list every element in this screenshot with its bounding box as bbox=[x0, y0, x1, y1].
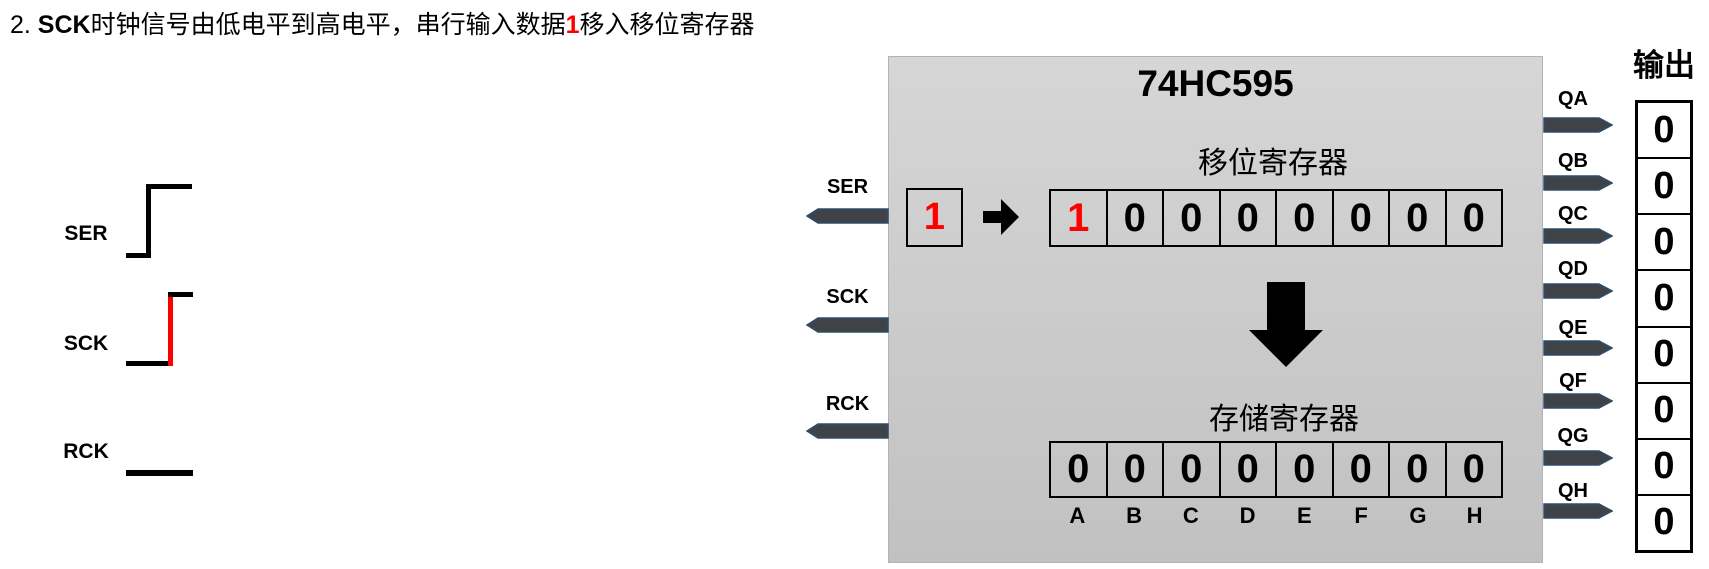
qg-pin-arrow-icon bbox=[1543, 450, 1613, 466]
bit-label: F bbox=[1354, 503, 1368, 528]
bit-label: G bbox=[1409, 503, 1427, 528]
sck-rising-edge bbox=[168, 292, 173, 366]
output-cell: 0 bbox=[1638, 213, 1690, 269]
output-cell: 0 bbox=[1638, 493, 1690, 550]
storage-cell: 0 bbox=[1162, 443, 1219, 496]
pin-label-qb: QB bbox=[1558, 150, 1588, 172]
shift-cell: 1 bbox=[1067, 195, 1090, 240]
timing-label-rck: RCK bbox=[63, 440, 109, 463]
pin-label-qh: QH bbox=[1558, 480, 1588, 502]
timing-label-ser: SER bbox=[64, 222, 108, 245]
shift-cell: 0 bbox=[1105, 191, 1163, 245]
bit-label: D bbox=[1239, 503, 1256, 528]
storage-cell: 0 bbox=[1067, 447, 1090, 491]
shift-cell: 0 bbox=[1218, 191, 1276, 245]
pin-label-ser: SER bbox=[826, 176, 869, 198]
page-title: 2. SCK时钟信号由低电平到高电平，串行输入数据1移入移位寄存器 bbox=[10, 5, 755, 41]
bit-label: E bbox=[1297, 503, 1312, 528]
title-text-a: 时钟信号由低电平到高电平，串行输入数据 bbox=[90, 11, 566, 39]
pin-label-qg: QG bbox=[1557, 425, 1589, 447]
sck-pin-arrow-icon bbox=[806, 317, 889, 333]
qf-pin-arrow-icon bbox=[1543, 393, 1613, 409]
qb-pin-arrow-icon bbox=[1543, 175, 1613, 191]
title-step-number: 2. bbox=[10, 11, 38, 39]
storage-cell: 0 bbox=[1218, 443, 1276, 496]
storage-cell: 0 bbox=[1444, 443, 1502, 496]
ser-low-segment bbox=[126, 253, 150, 258]
qh-pin-arrow-icon bbox=[1543, 503, 1613, 519]
pin-label-qc: QC bbox=[1558, 203, 1588, 225]
output-cell: 0 bbox=[1638, 157, 1690, 213]
output-panel-title: 输出 bbox=[1633, 48, 1695, 83]
shift-cell: 0 bbox=[1275, 191, 1332, 245]
shift-cell: 0 bbox=[1388, 191, 1445, 245]
chip-title: 74HC595 bbox=[1137, 63, 1294, 104]
output-cell: 0 bbox=[1638, 381, 1690, 438]
storage-register-title: 存储寄存器 bbox=[1209, 403, 1359, 436]
qd-pin-arrow-icon bbox=[1543, 283, 1613, 299]
chip-body bbox=[888, 56, 1543, 563]
pin-label-qe: QE bbox=[1558, 317, 1588, 339]
bit-label: B bbox=[1126, 503, 1143, 528]
bit-label: A bbox=[1069, 503, 1086, 528]
pin-label-rck: RCK bbox=[825, 393, 870, 415]
shift-register: 1 0 0 0 0 0 0 0 bbox=[1049, 189, 1503, 247]
bit-label: H bbox=[1466, 503, 1483, 528]
qc-pin-arrow-icon bbox=[1543, 228, 1613, 244]
rck-pin-arrow-icon bbox=[806, 423, 889, 439]
output-cell: 0 bbox=[1638, 269, 1690, 325]
storage-cell: 0 bbox=[1331, 443, 1389, 496]
storage-cell: 0 bbox=[1388, 443, 1445, 496]
storage-cell: 0 bbox=[1105, 443, 1163, 496]
storage-cell: 0 bbox=[1275, 443, 1332, 496]
pin-label-qd: QD bbox=[1558, 258, 1588, 280]
storage-bit-labels: A B C D E F G H bbox=[1049, 503, 1503, 529]
qe-pin-arrow-icon bbox=[1543, 340, 1613, 356]
pin-label-qf: QF bbox=[1559, 370, 1587, 392]
output-cell: 0 bbox=[1638, 325, 1690, 382]
shift-register-title: 移位寄存器 bbox=[1198, 147, 1348, 180]
title-text-b: 移入移位寄存器 bbox=[579, 11, 755, 39]
timing-label-sck: SCK bbox=[63, 332, 109, 355]
shift-in-arrow-icon bbox=[983, 199, 1019, 235]
shift-cell: 0 bbox=[1331, 191, 1389, 245]
bit-label: C bbox=[1182, 503, 1199, 528]
ser-pin-arrow-icon bbox=[806, 208, 889, 224]
shift-cell: 0 bbox=[1162, 191, 1219, 245]
output-cell: 0 bbox=[1638, 437, 1690, 494]
sck-low-segment bbox=[126, 361, 172, 366]
title-signal-name: SCK bbox=[37, 11, 91, 39]
pin-label-qa: QA bbox=[1558, 88, 1588, 110]
rck-low-segment bbox=[126, 470, 193, 476]
shift-cell: 0 bbox=[1444, 191, 1502, 245]
output-cell: 0 bbox=[1653, 108, 1675, 151]
sck-high-segment bbox=[168, 292, 193, 297]
ser-high-segment bbox=[146, 184, 192, 189]
pin-label-sck: SCK bbox=[826, 286, 869, 308]
transfer-down-arrow-icon bbox=[1249, 282, 1323, 367]
storage-register: 0 0 0 0 0 0 0 0 bbox=[1049, 441, 1503, 498]
ser-rising-edge bbox=[146, 184, 151, 258]
serial-input-box: 1 bbox=[906, 188, 963, 247]
output-value-column: 0 0 0 0 0 0 0 0 bbox=[1635, 100, 1693, 553]
title-highlight-value: 1 bbox=[565, 11, 580, 39]
qa-pin-arrow-icon bbox=[1543, 117, 1613, 133]
